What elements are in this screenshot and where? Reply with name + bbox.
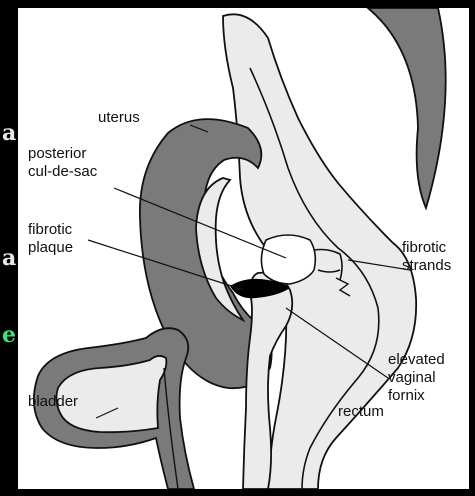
label-rectum: rectum [338,403,384,420]
label-elevated-vaginal-fornix-2: vaginal [388,369,436,386]
label-fibrotic-plaque-2: plaque [28,239,73,256]
label-posterior-cul-de-sac-2: cul-de-sac [28,163,98,180]
slide-edge-text-3: e [2,322,16,348]
diagram-frame: uterus posterior cul-de-sac fibrotic pla… [18,8,469,489]
label-uterus: uterus [98,109,140,126]
label-elevated-vaginal-fornix-1: elevated [388,351,445,368]
sacrum-shape [368,8,446,208]
label-elevated-vaginal-fornix-3: fornix [388,387,425,404]
slide-edge-text-2: a [2,245,16,271]
label-fibrotic-strands-1: fibrotic [402,239,447,256]
label-posterior-cul-de-sac-1: posterior [28,145,86,162]
label-fibrotic-strands-2: strands [402,257,451,274]
label-fibrotic-plaque-1: fibrotic [28,221,73,238]
slide-edge-text-1: a [2,120,16,146]
label-bladder: bladder [28,393,78,410]
anatomy-diagram: uterus posterior cul-de-sac fibrotic pla… [18,8,469,489]
posterior-cul-de-sac [261,235,315,284]
